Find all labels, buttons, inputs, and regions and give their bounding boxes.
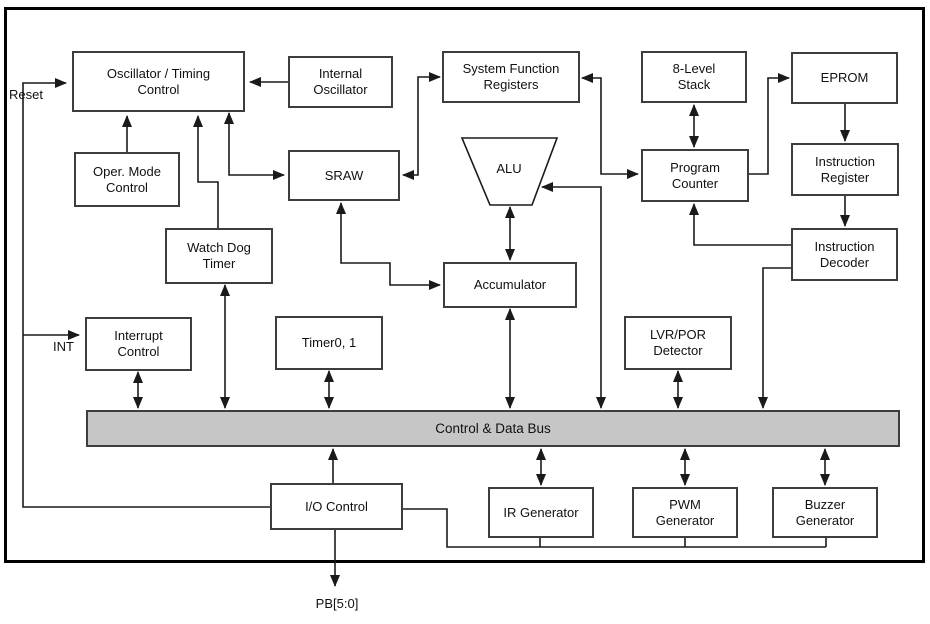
block-oper-mode-control: Oper. Mode Control	[74, 152, 180, 207]
reset-signal-label: Reset	[9, 87, 43, 102]
block-eprom: EPROM	[791, 52, 898, 104]
block-alu-label: ALU	[496, 161, 522, 176]
block-timer0-1: Timer0, 1	[275, 316, 383, 370]
int-signal-label: INT	[53, 339, 74, 354]
block-buzzer-generator: Buzzer Generator	[772, 487, 878, 538]
block-program-counter: Program Counter	[641, 149, 749, 202]
block-interrupt-control: Interrupt Control	[85, 317, 192, 371]
block-instruction-register: Instruction Register	[791, 143, 899, 196]
connector-alu-bus	[541, 182, 606, 409]
connector-io-reset-osc	[22, 78, 270, 508]
block-ir-generator: IR Generator	[488, 487, 594, 538]
block-oscillator-timing-control: Oscillator / Timing Control	[72, 51, 245, 112]
connector-watchdog-osc	[193, 115, 219, 228]
connector-sraw-accumulator	[336, 202, 441, 290]
block-internal-oscillator: Internal Oscillator	[288, 56, 393, 108]
alu-shape	[460, 137, 559, 206]
block-sraw: SRAW	[288, 150, 400, 201]
control-data-bus-label: Control & Data Bus	[435, 421, 551, 436]
block-watch-dog-timer: Watch Dog Timer	[165, 228, 273, 284]
block-instruction-decoder: Instruction Decoder	[791, 228, 898, 281]
block-system-function-registers: System Function Registers	[442, 51, 580, 103]
block-accumulator: Accumulator	[443, 262, 577, 308]
connector-sfr-sraw	[402, 72, 441, 180]
block-pwm-generator: PWM Generator	[632, 487, 738, 538]
connector-osc-sraw	[224, 112, 285, 180]
block-lvr-por-detector: LVR/POR Detector	[624, 316, 732, 370]
connector-decoder-bus	[758, 267, 791, 409]
control-data-bus: Control & Data Bus	[86, 410, 900, 447]
diagram-outer-border	[4, 7, 925, 563]
connector-io-generators	[403, 508, 827, 548]
block-io-control: I/O Control	[270, 483, 403, 530]
connector-sfr-pc	[581, 73, 639, 179]
pb-port-label: PB[5:0]	[315, 596, 359, 611]
connector-pc-eprom	[749, 73, 790, 175]
connector-decoder-pc	[689, 203, 791, 246]
block-8-level-stack: 8-Level Stack	[641, 51, 747, 103]
